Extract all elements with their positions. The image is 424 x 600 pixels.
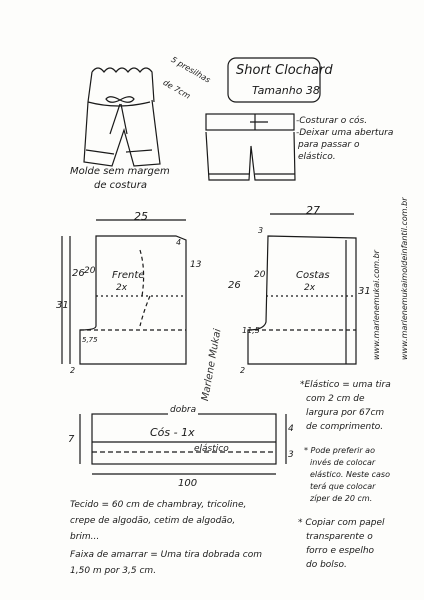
fabric-note-line1: Tecido = 60 cm de chambray, tricoline, — [70, 500, 247, 510]
back-piece — [247, 213, 357, 365]
sketch-caption-line1: Molde sem margem — [70, 166, 170, 177]
note-to-pass: para passar o — [298, 140, 360, 150]
front-outer-height: 31 — [56, 300, 69, 311]
waistband-label: Cós - 1x — [150, 426, 195, 439]
waistband-length: 100 — [178, 478, 198, 489]
tie-note-line2: 1,50 m por 3,5 cm. — [70, 566, 157, 576]
waistband-mark-a: 4 — [288, 424, 294, 434]
zipper-note-line2: invés de colocar — [310, 458, 376, 467]
front-left-height: 26 — [72, 268, 85, 279]
sketch-caption-line2: de costura — [94, 180, 148, 191]
shorts-sketch — [83, 67, 161, 167]
website-kids: www.marlenemukaimoldeinfantil.com.br — [400, 197, 409, 360]
elastic-note-line3: largura por 67cm — [306, 408, 385, 418]
copy-note-line3: forro e espelho — [306, 546, 375, 556]
note-sew-waistband: -Costurar o cós. — [296, 116, 368, 126]
front-piece — [61, 219, 187, 365]
zipper-note-line5: zíper de 20 cm. — [310, 494, 373, 503]
back-inner-height: 20 — [254, 270, 266, 280]
zipper-note-line3: elástico. Neste caso — [310, 470, 390, 479]
copy-note-line2: transparente o — [306, 532, 373, 542]
front-inner-height: 20 — [84, 266, 96, 276]
waistband-elastic: elástico — [194, 444, 229, 454]
back-outer-height: 31 — [358, 286, 371, 297]
copy-note-line1: * Copiar com papel — [298, 518, 385, 528]
back-label: Costas — [296, 270, 330, 281]
fabric-note-line3: brim... — [70, 532, 100, 542]
back-width: 27 — [306, 204, 320, 217]
waistband-fold: dobra — [168, 405, 199, 415]
elastic-note-line2: com 2 cm de — [306, 394, 365, 404]
fabric-note-line2: crepe de algodão, cetim de algodão, — [70, 516, 236, 526]
website-main: www.marlenemukai.com.br — [372, 250, 381, 360]
waistband-mark-b: 3 — [288, 450, 294, 460]
waistband-piece — [79, 413, 287, 475]
back-crotch: 11,5 — [242, 326, 260, 335]
front-crotch: 5,75 — [82, 336, 98, 344]
zipper-note-line4: terá que colocar — [310, 482, 376, 491]
back-count: 2x — [304, 283, 316, 293]
pattern-title: Short Clochard — [236, 63, 333, 78]
waistband-height: 7 — [68, 434, 75, 445]
elastic-note-line4: de comprimento. — [306, 422, 384, 432]
waist-sketch — [205, 113, 296, 181]
copy-note-line4: do bolso. — [306, 560, 347, 570]
front-width: 25 — [134, 210, 148, 223]
elastic-note-line1: *Elástico = uma tira — [300, 380, 391, 390]
front-label: Frente — [112, 270, 145, 281]
back-bottom: 2 — [240, 366, 246, 375]
zipper-note-line1: * Pode preferir ao — [304, 446, 375, 455]
note-leave-opening: -Deixar uma abertura — [296, 128, 394, 138]
front-count: 2x — [116, 283, 128, 293]
pattern-size: Tamanho 38 — [252, 84, 320, 97]
back-left-height: 26 — [228, 280, 241, 291]
front-right-mark: 13 — [190, 260, 202, 270]
front-bottom: 2 — [70, 366, 76, 375]
front-top-mark: 4 — [176, 238, 182, 247]
note-elastic: elástico. — [298, 152, 336, 162]
title-box — [227, 57, 321, 103]
back-rise-mark: 3 — [258, 226, 264, 235]
tie-note-line1: Faixa de amarrar = Uma tira dobrada com — [70, 550, 262, 560]
